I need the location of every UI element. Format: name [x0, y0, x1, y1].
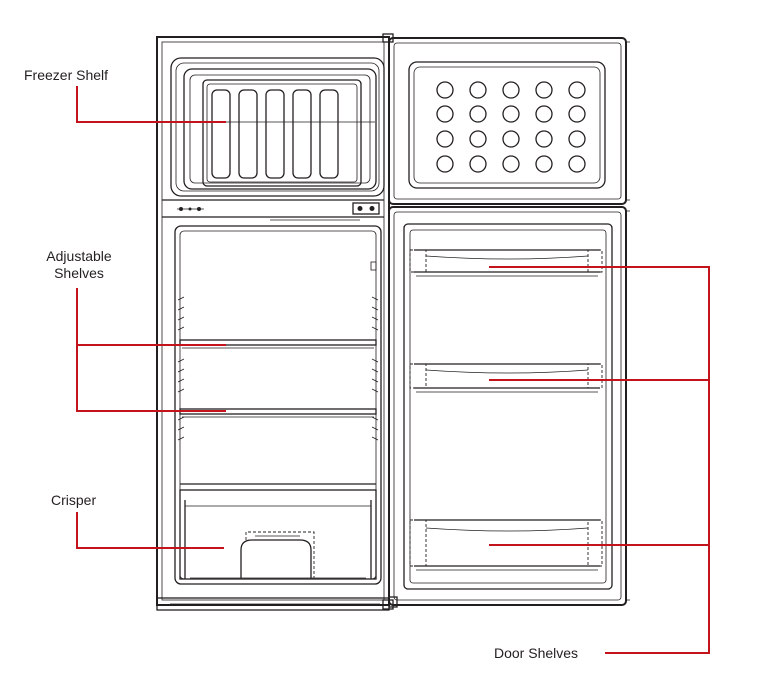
crisper-label: Crisper — [51, 492, 97, 508]
adjustable-shelves-label-line2: Shelves — [54, 265, 104, 281]
crisper-drawer — [179, 483, 377, 580]
freezer-compartment — [170, 57, 385, 197]
control-panel — [162, 199, 384, 218]
refrigerator-cabinet — [156, 33, 394, 611]
leader-freezer-shelf — [76, 86, 226, 123]
door-shelf-bottom — [409, 519, 603, 571]
door-shelves-label: Door Shelves — [494, 645, 579, 661]
fresh-food-door — [388, 206, 630, 608]
leader-crisper — [76, 512, 224, 549]
door-shelf-middle — [409, 363, 603, 393]
freezer-door — [388, 37, 630, 205]
freezer-shelf-label: Freezer Shelf — [24, 67, 109, 83]
adjustable-shelves-label-line1: Adjustable — [46, 248, 112, 264]
fresh-food-compartment — [174, 219, 382, 585]
leader-adjustable-shelves — [76, 288, 226, 412]
leader-door-shelves — [489, 266, 710, 654]
freezer-door-ice-dimples — [436, 81, 586, 173]
adjustable-shelves — [179, 339, 377, 418]
door-shelf-top — [409, 249, 603, 277]
freezer-shelf — [185, 79, 375, 187]
